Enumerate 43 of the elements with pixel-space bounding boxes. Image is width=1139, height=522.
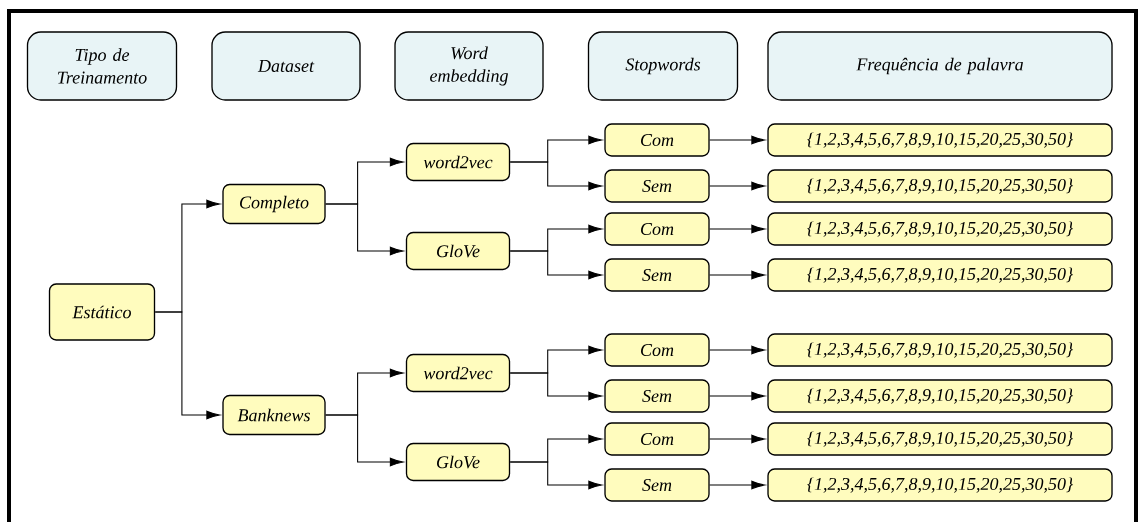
connector-arrow (325, 414, 404, 467)
tree-node-box: {1,2,3,4,5,6,7,8,9,10,15,20,25,30,50} (767, 333, 1113, 367)
tree-node-box: Com (604, 422, 710, 456)
column-header-box: Dataset (211, 31, 361, 101)
tree-node-box: GloVe (405, 231, 511, 271)
connector-arrow (709, 391, 766, 401)
tree-node-box: Sem (604, 379, 710, 413)
connector-arrow (709, 434, 766, 444)
tree-node-box: {1,2,3,4,5,6,7,8,9,10,15,20,25,30,50} (767, 468, 1113, 502)
column-header-box: Stopwords (587, 31, 739, 101)
connector-arrow (325, 203, 404, 256)
tree-node-box: Com (604, 123, 710, 157)
tree-node-box: {1,2,3,4,5,6,7,8,9,10,15,20,25,30,50} (767, 258, 1113, 292)
column-header-box: Word embedding (394, 31, 544, 101)
tree-node-box: Sem (604, 169, 710, 203)
column-header-box: Tipo de Treinamento (26, 31, 178, 101)
connector-arrow (709, 135, 766, 145)
tree-node-box: {1,2,3,4,5,6,7,8,9,10,15,20,25,30,50} (767, 379, 1113, 413)
tree-node-box: Banknews (222, 394, 326, 436)
tree-node-box: Sem (604, 468, 710, 502)
tree-node-box: word2vec (405, 353, 511, 393)
connector-arrow (154, 311, 221, 420)
tree-node-box: {1,2,3,4,5,6,7,8,9,10,15,20,25,30,50} (767, 123, 1113, 157)
tree-node-box: Com (604, 333, 710, 367)
column-header-box: Frequência de palavra (767, 31, 1113, 101)
tree-node-box: Sem (604, 258, 710, 292)
connector-arrow (709, 224, 766, 234)
connector-arrow (709, 480, 766, 490)
connector-arrow (509, 461, 603, 490)
tree-node-box: {1,2,3,4,5,6,7,8,9,10,15,20,25,30,50} (767, 212, 1113, 246)
connector-arrow (709, 181, 766, 191)
tree-node-box: Com (604, 212, 710, 246)
connector-arrow (509, 250, 603, 280)
tree-node-box: Completo (222, 183, 326, 225)
tree-node-box: Estático (48, 283, 156, 341)
connector-arrow (709, 270, 766, 280)
tree-node-box: word2vec (405, 142, 511, 182)
tree-node-box: {1,2,3,4,5,6,7,8,9,10,15,20,25,30,50} (767, 169, 1113, 203)
connector-arrow (509, 372, 603, 401)
tree-node-box: GloVe (405, 442, 511, 482)
tree-node-box: {1,2,3,4,5,6,7,8,9,10,15,20,25,30,50} (767, 422, 1113, 456)
connector-arrow (709, 345, 766, 355)
connector-arrow (509, 161, 603, 191)
